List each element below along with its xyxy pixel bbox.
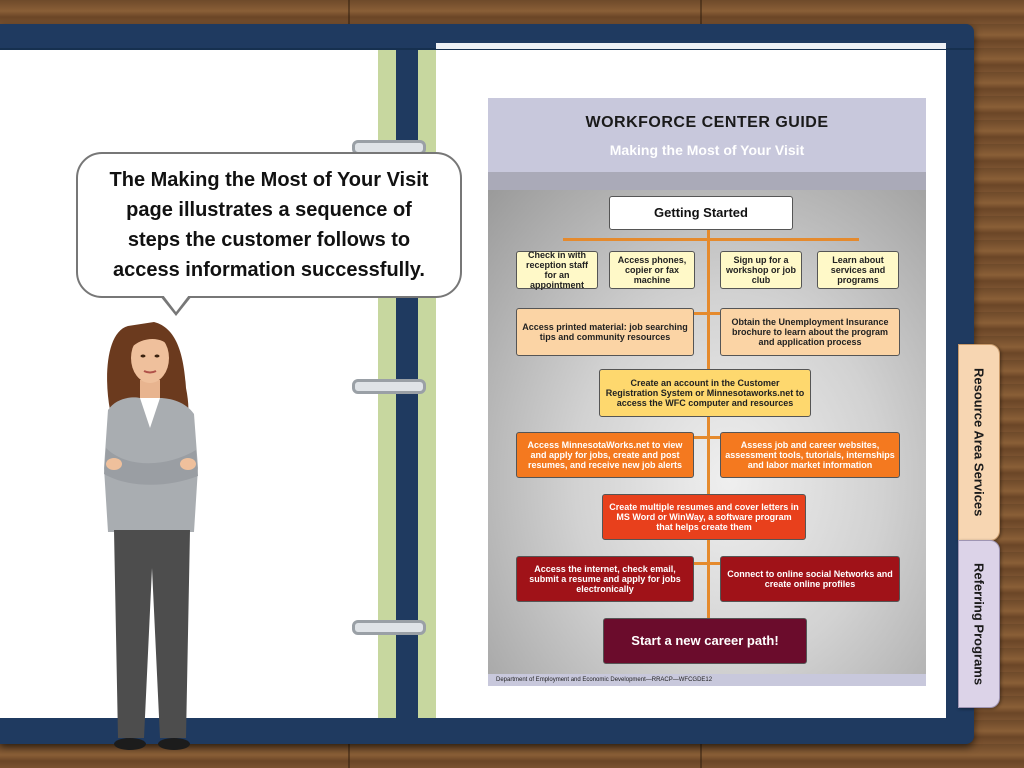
step-learn-about: Learn about services and programs — [817, 251, 899, 289]
tab-resource-area-services[interactable]: Resource Area Services — [958, 344, 1000, 541]
step-assess-websites: Assess job and career websites, assessme… — [720, 432, 900, 478]
step-check-in: Check in with reception staff for an app… — [516, 250, 598, 290]
step-start-career-path: Start a new career path! — [603, 618, 807, 664]
step-create-resumes: Create multiple resumes and cover letter… — [602, 494, 806, 540]
step-create-account: Create an account in the Customer Regist… — [599, 369, 811, 417]
step-unemployment-brochure: Obtain the Unemployment Insurance brochu… — [720, 308, 900, 356]
binder-top-edge — [0, 48, 974, 50]
step-access-phones: Access phones, copier or fax machine — [609, 251, 695, 289]
step-printed-material: Access printed material: job searching t… — [516, 308, 694, 356]
binder-ring — [352, 379, 426, 394]
connector-vertical — [707, 220, 710, 664]
guide-footer: Department of Employment and Economic De… — [488, 674, 926, 686]
workforce-guide-document: WORKFORCE CENTER GUIDE Making the Most o… — [488, 98, 926, 686]
guide-header — [488, 98, 926, 172]
speech-bubble-text: The Making the Most of Your Visit page i… — [109, 169, 429, 281]
binder-ring — [352, 620, 426, 635]
guide-flowchart-area: Getting Started Check in with reception … — [488, 190, 926, 674]
connector-row-4 — [598, 436, 824, 439]
guide-title: WORKFORCE CENTER GUIDE — [585, 114, 829, 131]
connector-row-6 — [598, 562, 824, 565]
guide-band — [488, 172, 926, 190]
connector-row-2 — [598, 312, 824, 315]
step-minnesotaworks: Access MinnesotaWorks.net to view and ap… — [516, 432, 694, 478]
right-page-edge — [436, 43, 946, 49]
guide-subtitle: Making the Most of Your Visit — [609, 142, 805, 158]
connector-row-1 — [563, 238, 859, 241]
speech-bubble-tail-inner — [163, 295, 189, 312]
step-getting-started: Getting Started — [609, 196, 793, 230]
step-sign-up: Sign up for a workshop or job club — [720, 251, 802, 289]
step-access-internet: Access the internet, check email, submit… — [516, 556, 694, 602]
speech-bubble: The Making the Most of Your Visit page i… — [76, 152, 462, 298]
presenter-woman-illustration — [104, 322, 198, 750]
tab-referring-programs[interactable]: Referring Programs — [958, 540, 1000, 708]
step-social-networks: Connect to online social Networks and cr… — [720, 556, 900, 602]
